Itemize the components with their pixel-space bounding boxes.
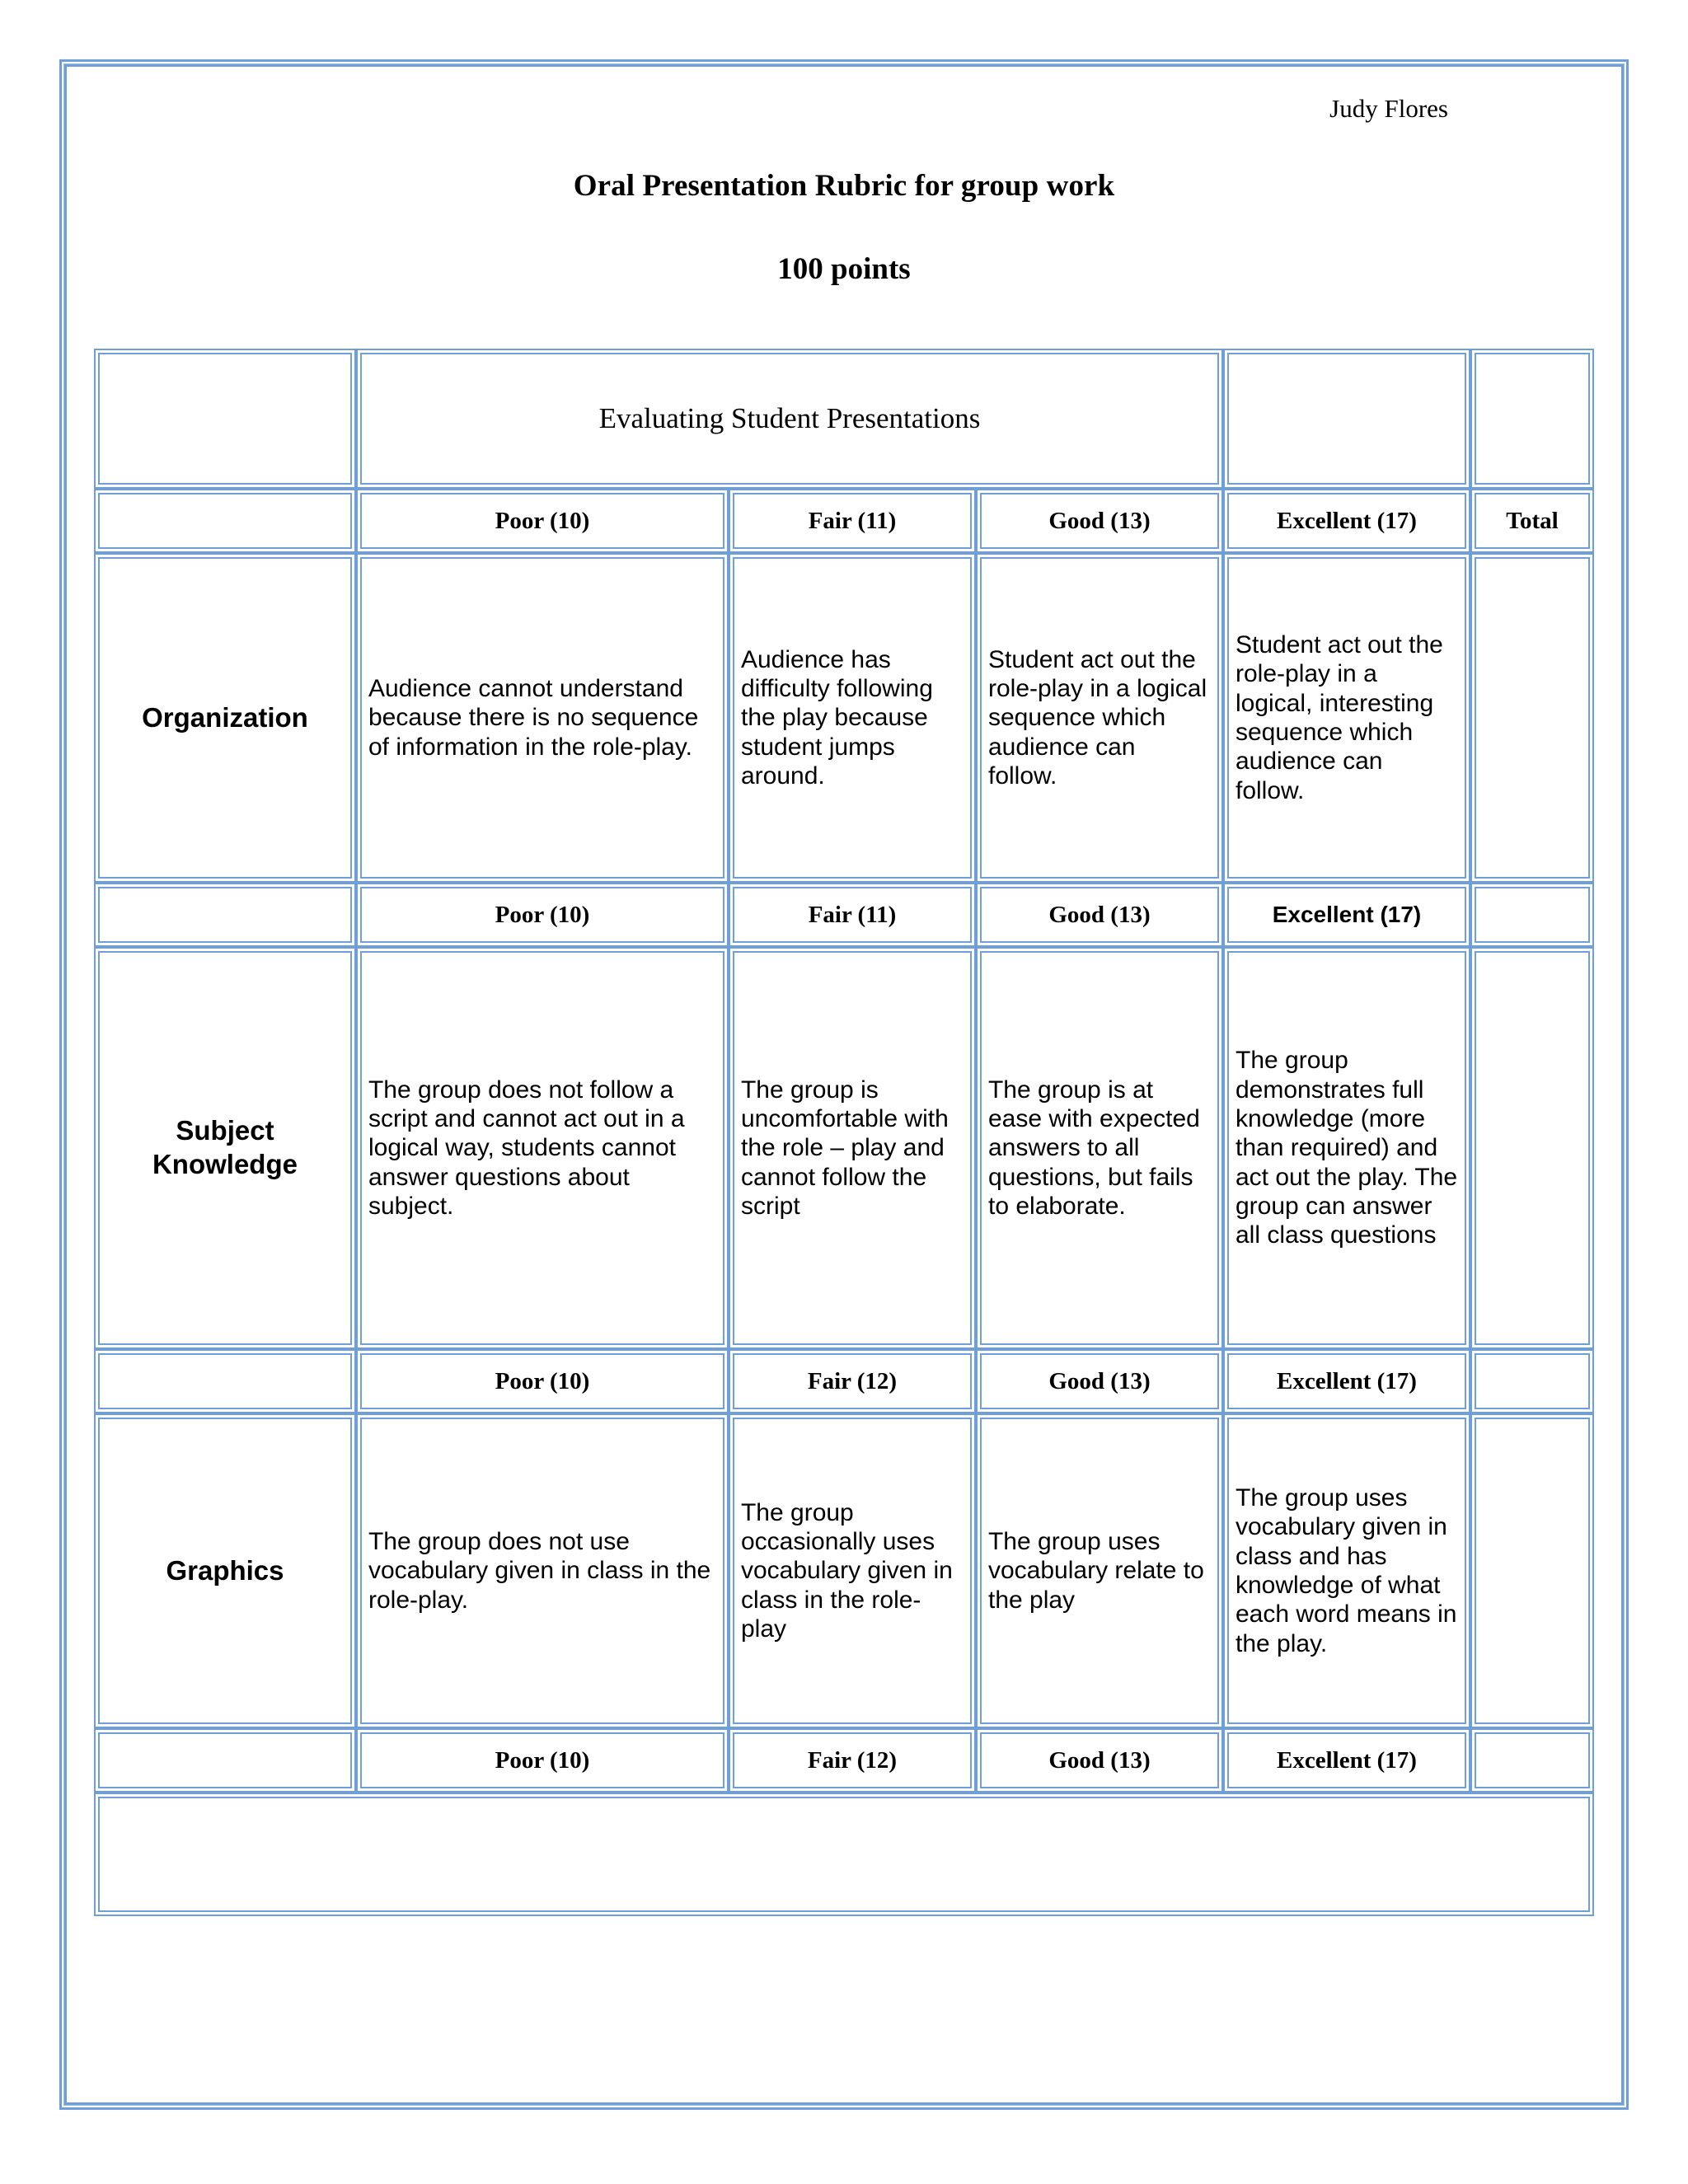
table-row-subject-knowledge: Subject Knowledge The group does not fol… (93, 947, 1594, 1349)
scale-3-good: Good (13) (975, 1349, 1223, 1413)
scale-3-excellent: Excellent (17) (1223, 1349, 1470, 1413)
banner-spacer-right (1223, 349, 1470, 489)
subject-knowledge-excellent-description: The group demonstrates full knowledge (m… (1223, 947, 1470, 1349)
scale-4-excellent: Excellent (17) (1223, 1728, 1470, 1793)
table-row-scale-1: Poor (10) Fair (11) Good (13) Excellent … (93, 489, 1594, 553)
organization-good-description: Student act out the role-play in a logic… (975, 553, 1223, 883)
scale-2-fair: Fair (11) (728, 883, 976, 947)
rubric-table: Evaluating Student Presentations Poor (1… (93, 349, 1594, 1916)
scale-4-criterion-blank (93, 1728, 356, 1793)
scale-4-fair: Fair (12) (728, 1728, 976, 1793)
criterion-label-organization: Organization (93, 553, 356, 883)
scale-1-good: Good (13) (975, 489, 1223, 553)
criterion-label-subject-knowledge: Subject Knowledge (93, 947, 356, 1349)
banner-spacer-left (93, 349, 356, 489)
graphics-excellent-description: The group uses vocabulary given in class… (1223, 1413, 1470, 1728)
organization-poor-description: Audience cannot understand because there… (355, 553, 729, 883)
subject-knowledge-good-description: The group is at ease with expected answe… (975, 947, 1223, 1349)
scale-2-good: Good (13) (975, 883, 1223, 947)
banner-spacer-total (1470, 349, 1594, 489)
table-row-graphics: Graphics The group does not use vocabula… (93, 1413, 1594, 1728)
graphics-poor-description: The group does not use vocabulary given … (355, 1413, 729, 1728)
scale-2-criterion-blank (93, 883, 356, 947)
subject-knowledge-total-score[interactable] (1470, 947, 1594, 1349)
subject-knowledge-poor-description: The group does not follow a script and c… (355, 947, 729, 1349)
trailing-blank-cell[interactable] (93, 1793, 1594, 1916)
organization-excellent-description: Student act out the role-play in a logic… (1223, 553, 1470, 883)
table-banner-title: Evaluating Student Presentations (355, 349, 1223, 489)
scale-3-criterion-blank (93, 1349, 356, 1413)
graphics-total-score[interactable] (1470, 1413, 1594, 1728)
page-content: Judy Flores Oral Presentation Rubric for… (67, 67, 1621, 2102)
table-row-scale-3: Poor (10) Fair (12) Good (13) Excellent … (93, 1349, 1594, 1413)
column-header-total: Total (1470, 489, 1594, 553)
scale-3-poor: Poor (10) (355, 1349, 729, 1413)
subject-knowledge-fair-description: The group is uncomfortable with the role… (728, 947, 976, 1349)
scale-3-total-blank (1470, 1349, 1594, 1413)
page-border-frame: Judy Flores Oral Presentation Rubric for… (59, 59, 1629, 2110)
scale-2-total-blank (1470, 883, 1594, 947)
table-row-scale-4: Poor (10) Fair (12) Good (13) Excellent … (93, 1728, 1594, 1793)
scale-2-poor: Poor (10) (355, 883, 729, 947)
scale-1-poor: Poor (10) (355, 489, 729, 553)
criterion-label-graphics: Graphics (93, 1413, 356, 1728)
table-row-organization: Organization Audience cannot understand … (93, 553, 1594, 883)
document-header: Judy Flores Oral Presentation Rubric for… (67, 67, 1621, 339)
scale-4-good: Good (13) (975, 1728, 1223, 1793)
scale-4-total-blank (1470, 1728, 1594, 1793)
graphics-good-description: The group uses vocabulary relate to the … (975, 1413, 1223, 1728)
table-row-scale-2: Poor (10) Fair (11) Good (13) Excellent … (93, 883, 1594, 947)
page-title: Oral Presentation Rubric for group work (573, 168, 1115, 203)
scale-1-criterion-blank (93, 489, 356, 553)
scale-1-excellent: Excellent (17) (1223, 489, 1470, 553)
organization-total-score[interactable] (1470, 553, 1594, 883)
table-row-banner: Evaluating Student Presentations (93, 349, 1594, 489)
scale-4-poor: Poor (10) (355, 1728, 729, 1793)
scale-2-excellent: Excellent (17) (1223, 883, 1470, 947)
page-subtitle: 100 points (777, 251, 911, 286)
scale-1-fair: Fair (11) (728, 489, 976, 553)
table-row-trailing-blank (93, 1793, 1594, 1916)
organization-fair-description: Audience has difficulty following the pl… (728, 553, 976, 883)
author-name: Judy Flores (1329, 94, 1448, 123)
scale-3-fair: Fair (12) (728, 1349, 976, 1413)
graphics-fair-description: The group occasionally uses vocabulary g… (728, 1413, 976, 1728)
